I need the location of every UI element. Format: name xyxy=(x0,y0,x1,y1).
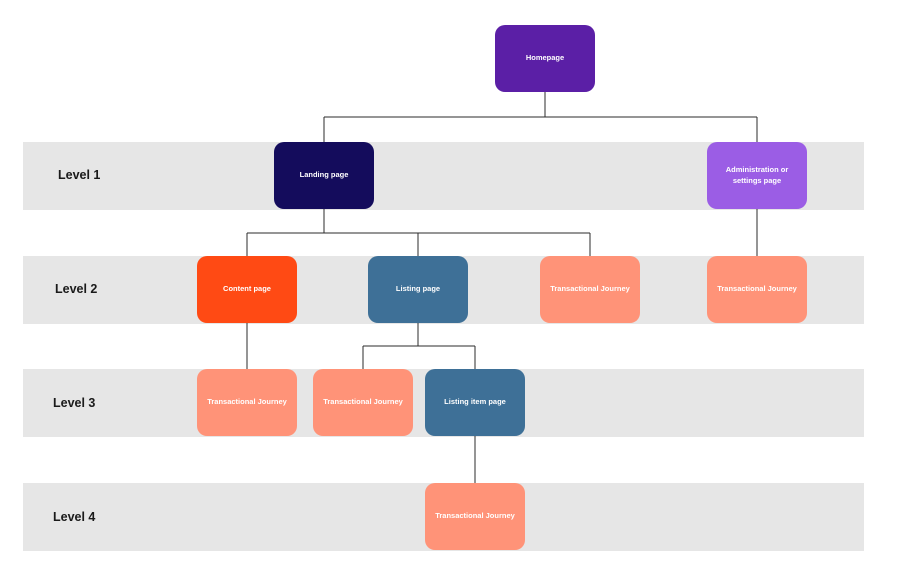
level-2-label: Level 2 xyxy=(55,282,98,296)
level-1-label: Level 1 xyxy=(58,168,101,182)
homepage-node[interactable]: Homepage xyxy=(495,25,595,92)
listing-page-node[interactable]: Listing page xyxy=(368,256,468,323)
transactional-journey-label: Transactional Journey xyxy=(717,284,797,294)
transactional-journey-node[interactable]: Transactional Journey xyxy=(540,256,640,323)
level-3-label: Level 3 xyxy=(53,396,96,410)
connector-landing-children xyxy=(246,209,591,256)
transactional-journey-node[interactable]: Transactional Journey xyxy=(707,256,807,323)
homepage-label: Homepage xyxy=(525,53,565,63)
listing-page-label: Listing page xyxy=(395,284,441,294)
landing-page-node[interactable]: Landing page xyxy=(274,142,374,209)
admin-settings-node[interactable]: Administration or settings page xyxy=(707,142,807,209)
level-4-label: Level 4 xyxy=(53,510,96,524)
transactional-journey-label: Transactional Journey xyxy=(435,511,515,521)
landing-page-label: Landing page xyxy=(299,170,349,180)
transactional-journey-node[interactable]: Transactional Journey xyxy=(197,369,297,436)
content-page-label: Content page xyxy=(223,284,271,294)
transactional-journey-label: Transactional Journey xyxy=(550,284,630,294)
transactional-journey-label: Transactional Journey xyxy=(323,397,403,407)
content-page-node[interactable]: Content page xyxy=(197,256,297,323)
transactional-journey-node[interactable]: Transactional Journey xyxy=(425,483,525,550)
connector-listing-children xyxy=(362,323,476,369)
admin-settings-label: Administration or settings page xyxy=(725,165,789,185)
transactional-journey-node[interactable]: Transactional Journey xyxy=(313,369,413,436)
connector-homepage-children xyxy=(323,92,758,142)
listing-item-page-label: Listing item page xyxy=(444,397,506,407)
listing-item-page-node[interactable]: Listing item page xyxy=(425,369,525,436)
transactional-journey-label: Transactional Journey xyxy=(207,397,287,407)
